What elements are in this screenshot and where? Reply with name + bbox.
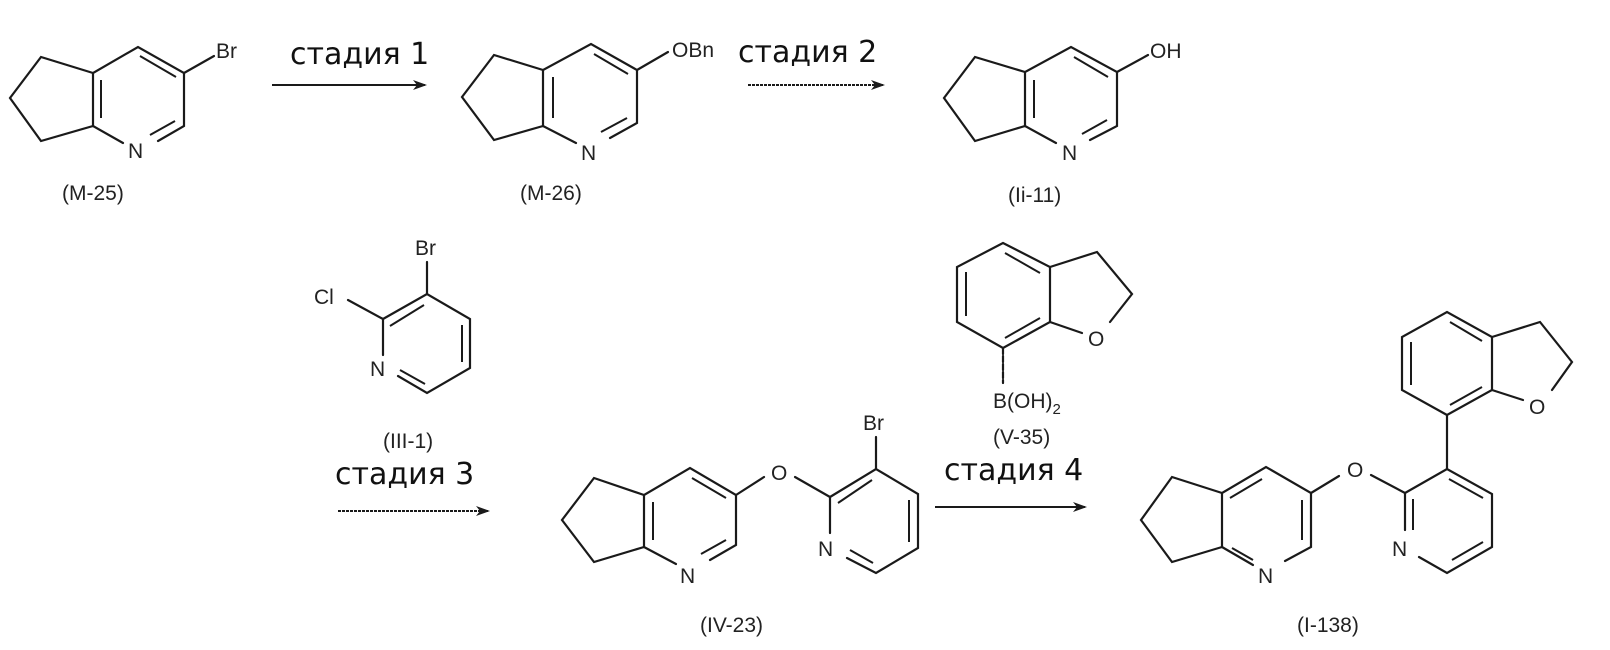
ring-atom-label: N <box>128 140 143 163</box>
compound-id: (III-1) <box>383 430 433 453</box>
compound-id: (IV-23) <box>700 614 763 637</box>
stage-2-arrow: стадия 2 <box>738 35 885 90</box>
compound-v35: O B(OH)2 (V-35) <box>955 241 1134 449</box>
compound-id: (I-138) <box>1297 614 1359 637</box>
compound-i138: N O N O (I-138) <box>1139 310 1574 637</box>
compound-m25: Br N (M-25) <box>8 40 237 205</box>
stage-1-arrow: стадия 1 <box>272 37 429 90</box>
ring-atom-label: N <box>1258 565 1273 588</box>
substituent-label: B(OH)2 <box>993 390 1061 418</box>
stage-label: стадия 1 <box>290 37 429 72</box>
linker-atom-label: O <box>1347 459 1363 482</box>
ring-atom-label: O <box>1529 396 1545 419</box>
substituent-label: Br <box>415 237 436 260</box>
ring-atom-label: N <box>680 565 695 588</box>
substituent-label: Br <box>863 412 884 435</box>
compound-id: (V-35) <box>993 426 1050 449</box>
ring-atom-label: N <box>1392 538 1407 561</box>
stage-label: стадия 2 <box>738 35 877 70</box>
ring-atom-label: O <box>1088 328 1104 351</box>
substituent-label: Br <box>216 40 237 63</box>
stage-label: стадия 3 <box>335 457 474 492</box>
ring-atom-label: N <box>818 538 833 561</box>
compound-m26: OBn N (M-26) <box>460 39 714 205</box>
ring-atom-label: N <box>581 142 596 165</box>
compound-id: (M-26) <box>520 182 582 205</box>
stage-label: стадия 4 <box>944 453 1083 488</box>
compound-ii11: OH N (Ii-11) <box>942 40 1182 207</box>
compound-iii1: Br Cl N (III-1) <box>314 237 472 453</box>
linker-atom-label: O <box>771 462 787 485</box>
compound-id: (M-25) <box>62 182 124 205</box>
substituent-label: OBn <box>672 39 714 62</box>
ring-atom-label: N <box>1062 142 1077 165</box>
compound-id: (Ii-11) <box>1008 184 1061 207</box>
substituent-label: Cl <box>314 286 334 309</box>
substituent-label: OH <box>1150 40 1182 63</box>
compound-iv23: N O N Br (IV-23) <box>560 412 920 637</box>
stage-3-arrow: стадия 3 <box>335 457 490 516</box>
ring-atom-label: N <box>370 358 385 381</box>
stage-4-arrow: стадия 4 <box>935 453 1087 512</box>
